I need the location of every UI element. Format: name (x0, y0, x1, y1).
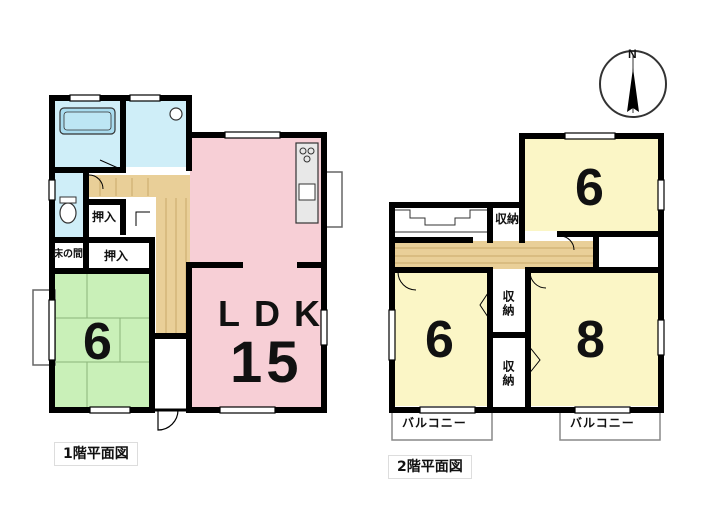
staircase (392, 209, 490, 233)
room-right-fill (528, 272, 658, 406)
closet2-fill-1f (86, 242, 152, 268)
room-left-fill (392, 272, 488, 406)
storage-label-top: 収納 (495, 212, 520, 226)
hall-hatch-2f (392, 247, 595, 264)
storage-label-mid: 収納 (501, 290, 515, 318)
tokonoma-label: 床の間 (53, 249, 83, 260)
room-top-right-size: 6 (575, 159, 604, 217)
kitchen-counter (295, 142, 319, 224)
walls-2f (389, 133, 664, 413)
room-top-right-fill (525, 139, 658, 231)
compass-icon (599, 50, 667, 118)
tokonoma-fill (52, 242, 85, 270)
room-left-size: 6 (425, 311, 454, 369)
windows-2f (388, 132, 665, 414)
closet-fill-1f (86, 204, 123, 232)
entry-fill (155, 340, 190, 408)
room-right-size: 8 (576, 311, 605, 369)
japanese-room-size: 6 (83, 313, 112, 371)
windows-1f (48, 94, 328, 414)
corridor-fill-1f (156, 175, 190, 333)
washbasin (169, 107, 183, 121)
balcony-right-label: バルコニー (570, 416, 635, 430)
entrance-door (157, 409, 179, 431)
ldk-size: 15 (230, 330, 303, 395)
floor2-caption: 2階平面図 (388, 455, 472, 479)
balcony-left-label: バルコニー (402, 416, 467, 430)
storage-label-bottom: 収納 (501, 360, 515, 388)
closet-label-1: 押入 (92, 210, 117, 224)
ldk-label: LDK (218, 293, 334, 334)
toilet-bowl (59, 202, 77, 224)
tatami-lines (55, 273, 152, 408)
floor1-caption: 1階平面図 (54, 442, 138, 466)
walls-1f (49, 95, 327, 413)
japanese-room-fill (55, 273, 152, 408)
hall-fill-2f (392, 241, 595, 269)
closet-label-2: 押入 (104, 249, 129, 263)
compass-north-label: N (628, 47, 637, 61)
